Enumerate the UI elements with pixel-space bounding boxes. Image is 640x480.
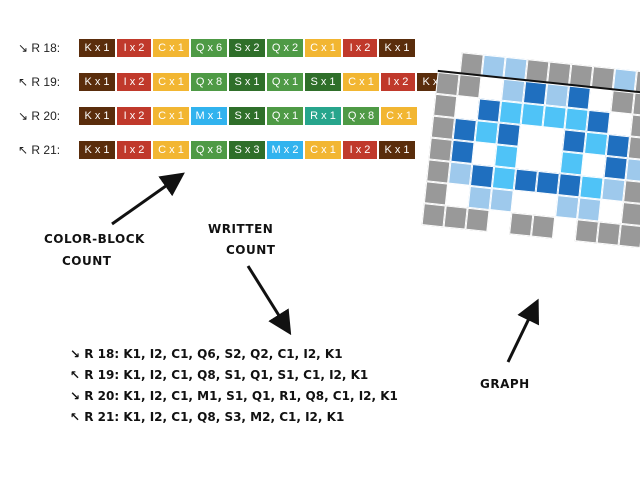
color-block: Q x 8 xyxy=(190,72,228,92)
color-block: I x 2 xyxy=(380,72,416,92)
graph-label: GRAPH xyxy=(480,377,530,391)
color-block: K x 1 xyxy=(378,38,416,58)
color-block: C x 1 xyxy=(304,38,342,58)
color-block: K x 1 xyxy=(78,38,116,58)
written-count-label-line2: COUNT xyxy=(226,243,276,257)
color-block: K x 1 xyxy=(78,72,116,92)
arrow-written-count xyxy=(246,265,292,336)
color-block: C x 1 xyxy=(152,72,190,92)
color-block: I x 2 xyxy=(342,140,378,160)
color-block: C x 1 xyxy=(152,106,190,126)
arrow-color-block xyxy=(111,172,185,226)
color-block: M x 1 xyxy=(190,106,228,126)
written-count-label-line1: WRITTEN xyxy=(208,222,274,236)
color-block: I x 2 xyxy=(116,38,152,58)
color-block: I x 2 xyxy=(116,140,152,160)
color-block: Q x 1 xyxy=(266,72,304,92)
color-block: K x 1 xyxy=(78,106,116,126)
color-block-count-label-line2: COUNT xyxy=(62,254,112,268)
color-block: S x 3 xyxy=(228,140,266,160)
color-block: I x 2 xyxy=(116,72,152,92)
color-block: S x 2 xyxy=(228,38,266,58)
color-block: I x 2 xyxy=(116,106,152,126)
color-block: K x 1 xyxy=(378,140,416,160)
row-label: ↘ R 20: xyxy=(18,109,61,123)
color-block: S x 1 xyxy=(228,72,266,92)
color-block: K x 1 xyxy=(78,140,116,160)
color-block: Q x 2 xyxy=(266,38,304,58)
color-block: C x 1 xyxy=(304,140,342,160)
color-block: C x 1 xyxy=(152,38,190,58)
row-label: ↖ R 21: xyxy=(18,143,61,157)
color-block: S x 1 xyxy=(228,106,266,126)
color-block: C x 1 xyxy=(152,140,190,160)
color-block-count-label-line1: COLOR-BLOCK xyxy=(44,232,145,246)
color-block: M x 2 xyxy=(266,140,304,160)
color-block: R x 1 xyxy=(304,106,342,126)
color-block: Q x 1 xyxy=(266,106,304,126)
row-label: ↖ R 19: xyxy=(18,75,61,89)
color-block: Q x 8 xyxy=(190,140,228,160)
color-block: Q x 6 xyxy=(190,38,228,58)
row-label: ↘ R 18: xyxy=(18,41,61,55)
written-row-18: ↘ R 18: K1, I2, C1, Q6, S2, Q2, C1, I2, … xyxy=(70,347,343,361)
color-block: C x 1 xyxy=(342,72,380,92)
color-block: I x 2 xyxy=(342,38,378,58)
written-row-20: ↘ R 20: K1, I2, C1, M1, S1, Q1, R1, Q8, … xyxy=(70,389,398,403)
color-block: S x 1 xyxy=(304,72,342,92)
arrow-graph xyxy=(506,298,539,363)
color-block: Q x 8 xyxy=(342,106,380,126)
written-row-19: ↖ R 19: K1, I2, C1, Q8, S1, Q1, S1, C1, … xyxy=(70,368,369,382)
written-row-21: ↖ R 21: K1, I2, C1, Q8, S3, M2, C1, I2, … xyxy=(70,410,345,424)
written-count-list: ↘ R 18: K1, I2, C1, Q6, S2, Q2, C1, I2, … xyxy=(70,344,398,428)
color-block: C x 1 xyxy=(380,106,418,126)
